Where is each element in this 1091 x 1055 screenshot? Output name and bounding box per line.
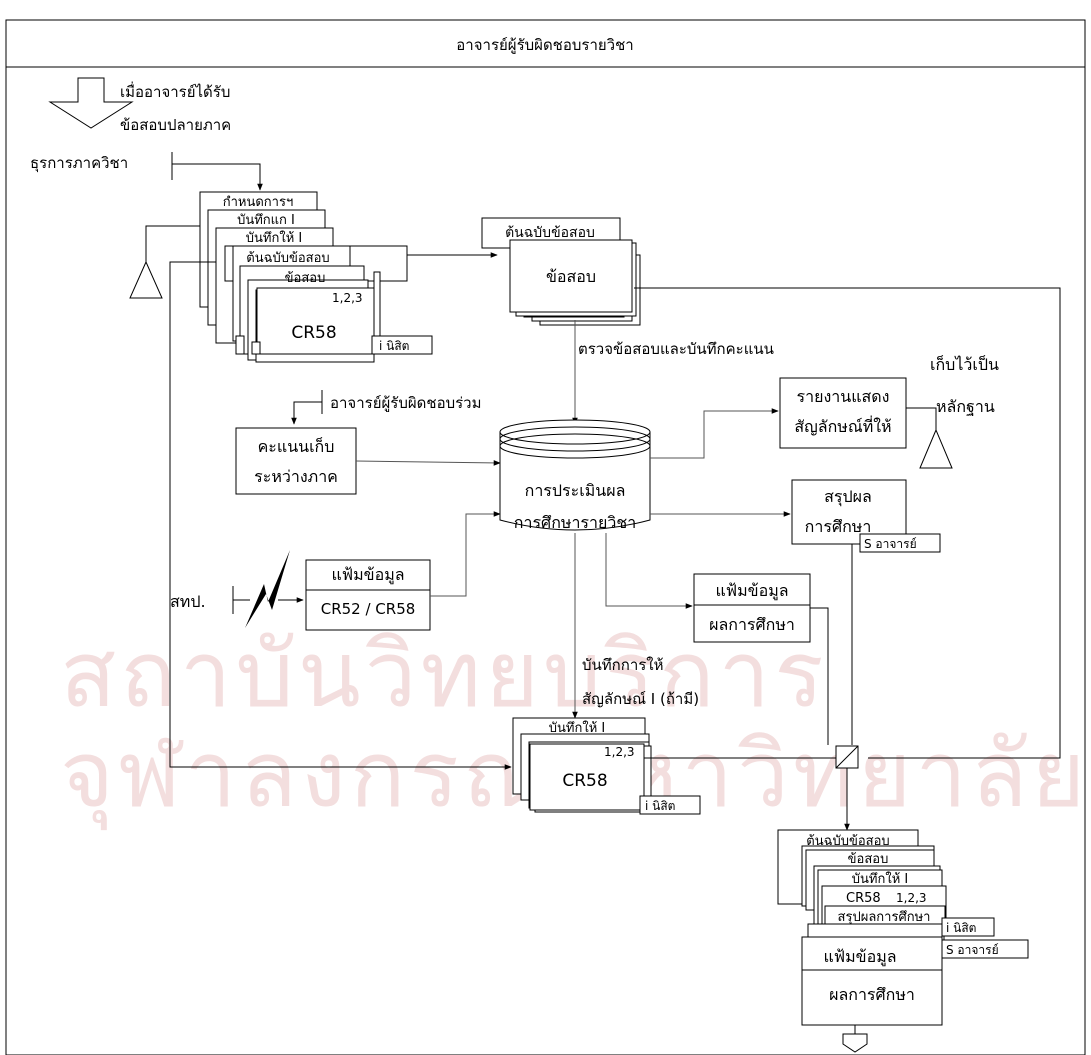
final-page-4: CR58 [846, 891, 881, 906]
db-line-2: การศึกษารายวิชา [514, 513, 636, 532]
exam-stack [481, 217, 641, 326]
cr58-tab: บันทึกให้ I [549, 720, 605, 736]
final-file-line-2: ผลการศึกษา [829, 985, 915, 1004]
archive-triangle-icon [919, 428, 953, 469]
file-storage-icon [129, 260, 163, 299]
summary-line-1: สรุปผล [824, 487, 872, 507]
data-file-box [305, 559, 431, 631]
summary-tag-box [859, 533, 941, 553]
doc1-page-4: ต้นฉบับข้อสอบ [246, 251, 329, 266]
source-dept-label: ธุรการภาควิชา [30, 154, 128, 173]
doc1-page-5: ข้อสอบ [285, 271, 326, 286]
data-file-line-1: แฟ้มข้อมูล [331, 565, 404, 585]
result-file-to-disposal-line [810, 607, 829, 745]
cr58-main-label: CR58 [562, 771, 607, 791]
summary-line-2: การศึกษา [805, 517, 872, 536]
report-line-2: สัญลักษณ์ที่ให้ [794, 415, 891, 436]
final-document-stack [777, 829, 1029, 1026]
midterm-to-db-arrow [355, 460, 501, 466]
final-tag-student: i นิสิต [946, 921, 976, 935]
db-to-result-file-arrow [605, 533, 693, 609]
doc1-main-label: CR58 [291, 323, 336, 343]
cr58-tag: i นิสิต [645, 799, 675, 813]
final-page-3: บันทึกให้ I [852, 871, 908, 887]
final-cr58-copies: 1,2,3 [896, 891, 927, 905]
final-page-1: ต้นฉบับข้อสอบ [806, 834, 889, 849]
swimlane-title: อาจารย์ผู้รับผิดชอบรายวิชา [456, 36, 633, 54]
source-to-docs-arrow [171, 152, 263, 191]
off-page-connector-icon [842, 1033, 868, 1053]
report-line-1: รายงานแสดง [797, 387, 890, 406]
data-file-to-db-arrow [430, 511, 501, 597]
co-instructor-label: อาจารย์ผู้รับผิดชอบร่วม [330, 394, 481, 412]
data-file-line-2: CR52 / CR58 [321, 600, 416, 618]
merge-box-slash [835, 745, 859, 769]
final-page-5: สรุปผลการศึกษา [838, 910, 931, 925]
report-box [779, 377, 907, 449]
midterm-score-box [235, 427, 357, 495]
transmission-line [232, 586, 304, 614]
doc1-copies: 1,2,3 [332, 291, 363, 305]
keep-line-2: หลักฐาน [936, 397, 995, 416]
doc1-tag: i นิสิต [379, 339, 409, 353]
final-page-2: ข้อสอบ [848, 852, 889, 867]
result-file-line-1: แฟ้มข้อมูล [715, 581, 788, 601]
stp-label: สทป. [170, 592, 206, 611]
midterm-line-1: คะแนนเก็บ [258, 436, 335, 456]
result-file-line-2: ผลการศึกษา [709, 615, 795, 634]
evaluation-database-icon [499, 419, 651, 531]
incomplete-line-1: บันทึกการให้ [582, 656, 664, 674]
co-instructor-arrow [291, 390, 323, 425]
keep-line-1: เก็บไว้เป็น [930, 354, 999, 374]
cr58-copies: 1,2,3 [604, 745, 635, 759]
midterm-line-2: ระหว่างภาค [254, 467, 338, 486]
exam-main-label: ข้อสอบ [546, 267, 596, 286]
trigger-line-2: ข้อสอบปลายภาค [120, 116, 231, 134]
report-to-archive-line [906, 407, 937, 440]
swimlane-frame [5, 19, 1086, 1055]
result-file-box [693, 573, 811, 643]
incomplete-line-2: สัญลักษณ์ I (ถ้ามี) [582, 690, 699, 708]
grading-label: ตรวจข้อสอบและบันทึกคะแนน [578, 340, 774, 358]
doc1-page-2: บันทึกแก I [237, 213, 295, 228]
start-arrow-icon [48, 77, 134, 129]
summary-tag: S อาจารย์ [864, 537, 917, 551]
exam-to-disposal-line [634, 287, 1061, 759]
exam-tab: ต้นฉบับข้อสอบ [505, 225, 595, 241]
trigger-line-1: เมื่ออาจารย์ได้รับ [120, 81, 230, 101]
db-line-1: การประเมินผล [525, 481, 626, 500]
final-tag-teacher: S อาจารย์ [946, 943, 999, 957]
cr58-stack [512, 717, 701, 815]
final-file-line-1: แฟ้มข้อมูล [823, 947, 896, 967]
summary-box [791, 479, 907, 545]
doc-to-file-lines [145, 225, 512, 770]
doc1-page-1: กำหนดการฯ [223, 195, 294, 210]
doc1-page-3: บันทึกให้ I [246, 230, 302, 246]
db-to-report-arrow [650, 408, 779, 459]
lightning-icon [245, 550, 290, 628]
document-stack-1 [199, 191, 433, 363]
